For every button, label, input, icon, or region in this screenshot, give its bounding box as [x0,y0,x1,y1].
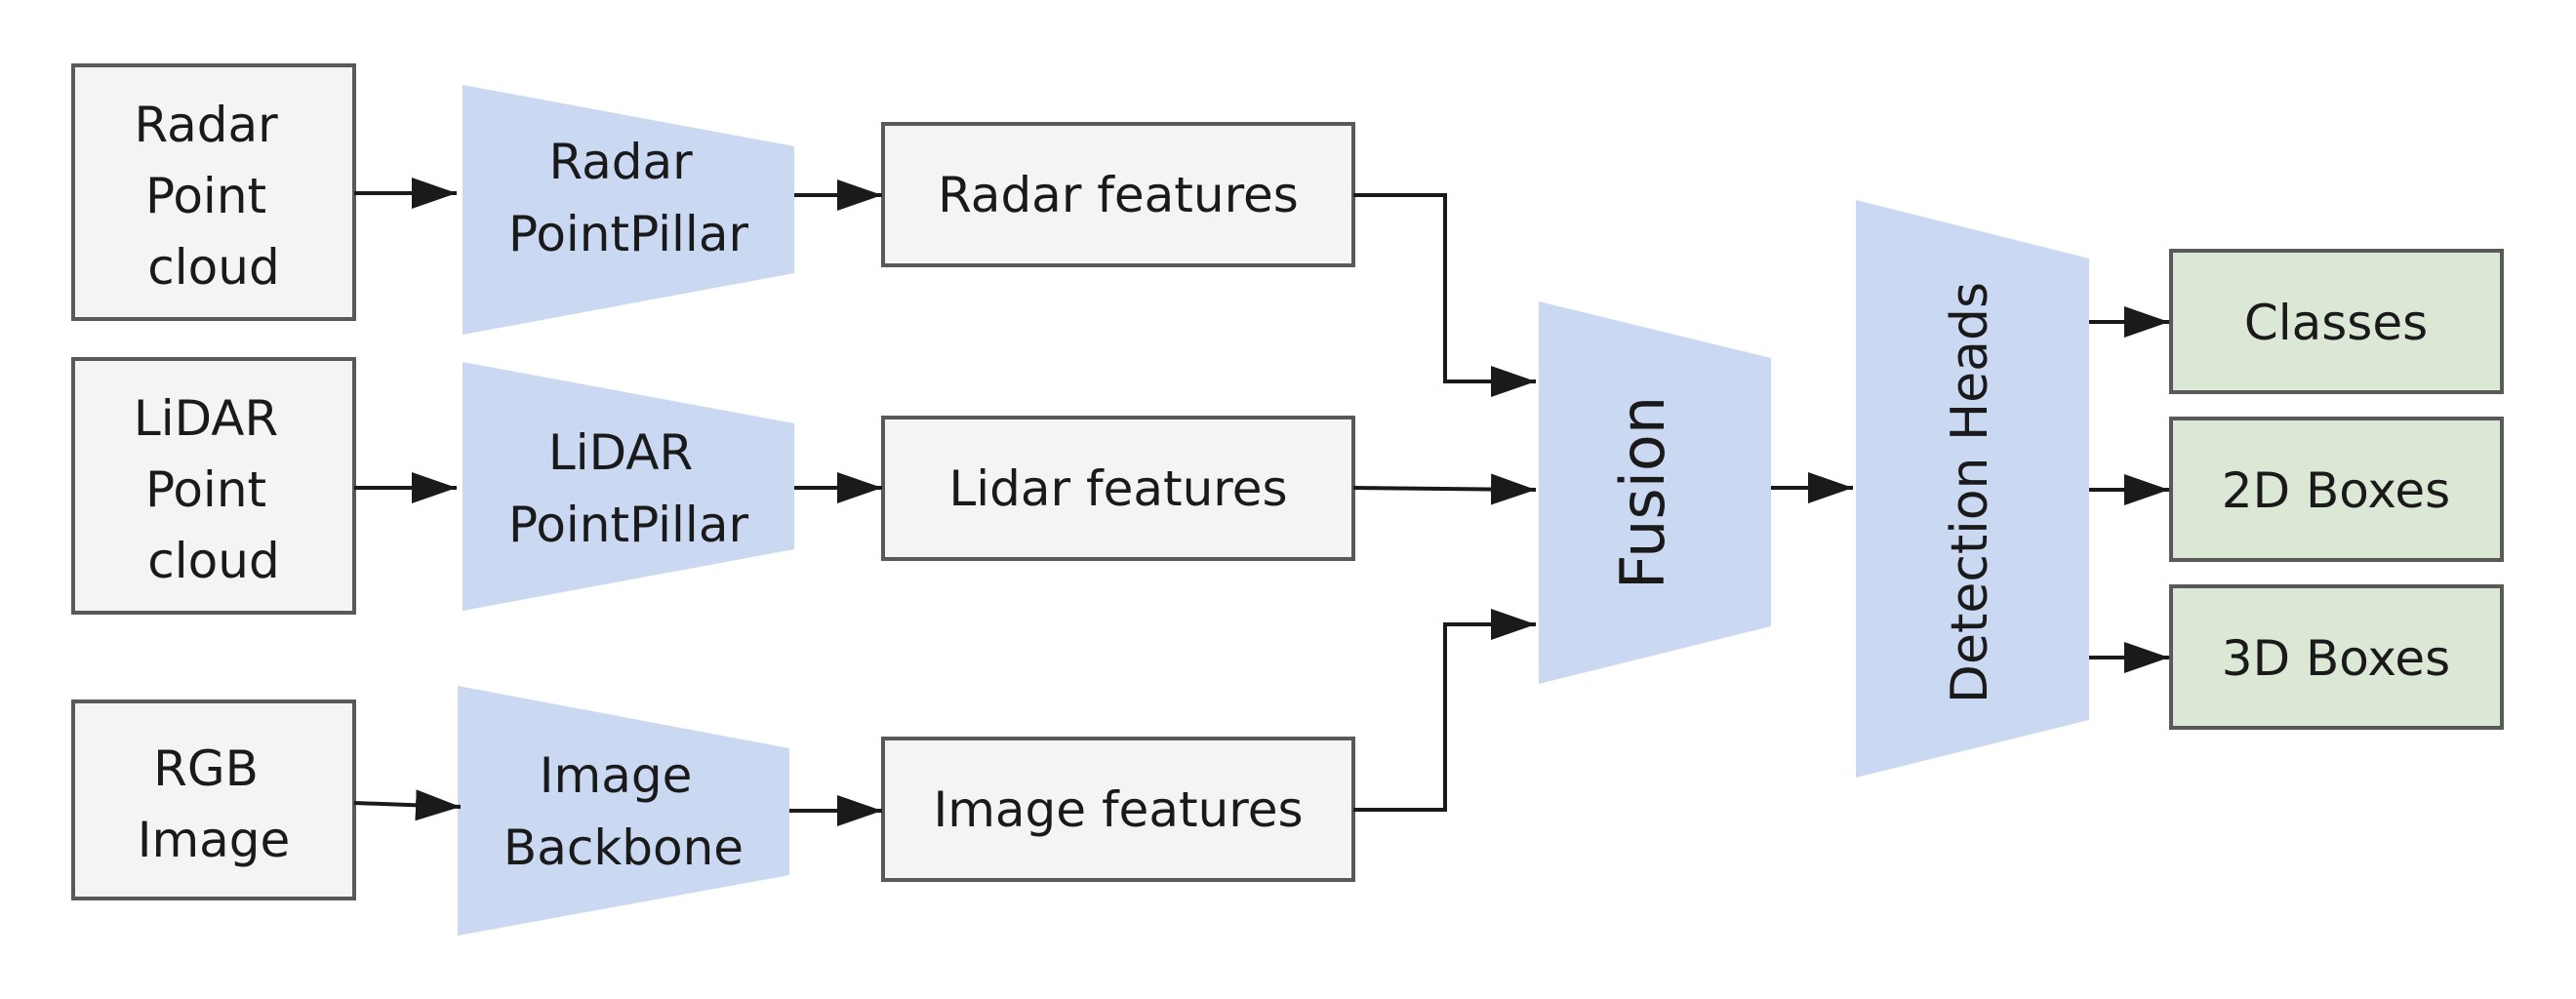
encoder-image-line-2: Backbone [503,819,744,876]
detection-heads-label: Detection Heads [1941,282,1999,703]
output-2d-boxes-label: 2D Boxes [2222,462,2450,519]
arrow-image-features-to-fusion [1353,609,1536,812]
arrow-rgb-input-to-backbone [353,789,462,821]
output-3d-boxes: 3D Boxes [2169,584,2504,730]
encoder-image-backbone: Image Backbone [458,686,789,936]
encoder-radar-pointpillar: Radar PointPillar [463,85,794,335]
encoder-image-line-1: Image [540,747,693,804]
fusion-block: Fusion [1539,301,1771,684]
output-classes-label: Classes [2244,295,2428,351]
input-rgb-image: RGB Image [71,699,356,900]
input-rgb-line-2: Image [138,812,291,868]
output-3d-boxes-label: 3D Boxes [2222,630,2450,687]
input-lidar-point-cloud: LiDAR Point cloud [71,357,356,615]
detection-heads-block: Detection Heads [1856,200,2089,778]
encoder-radar-line-1: Radar [548,134,693,190]
input-lidar-line-1: LiDAR [134,390,278,447]
output-2d-boxes: 2D Boxes [2169,417,2504,562]
output-classes: Classes [2169,249,2504,394]
svg-text:Image Backbone: Image Backbone [503,747,744,876]
input-lidar-line-2: Point [145,461,266,518]
encoder-lidar-line-1: LiDAR [548,424,693,481]
input-rgb-line-1: RGB [153,740,259,797]
arrow-lidar-features-to-fusion [1352,473,1537,505]
encoder-lidar-pointpillar: LiDAR PointPillar [463,362,794,611]
input-radar-line-2: Point [145,168,266,224]
svg-text:LiDAR PointPillar: LiDAR PointPillar [508,424,749,553]
svg-text:LiDAR Point cloud: LiDAR Point cloud [134,390,294,589]
radar-features-box: Radar features [881,122,1355,267]
fusion-label: Fusion [1607,396,1678,589]
input-radar-line-1: Radar [134,97,278,153]
input-radar-line-3: cloud [147,239,279,296]
image-features-label: Image features [933,781,1303,838]
svg-text:Radar PointPillar: Radar PointPillar [508,134,749,262]
lidar-features-label: Lidar features [948,460,1287,517]
input-radar-point-cloud: Radar Point cloud [71,63,356,321]
input-lidar-line-3: cloud [147,533,279,589]
arrow-radar-features-to-fusion [1353,193,1536,397]
svg-text:RGB Image: RGB Image [138,740,291,868]
encoder-radar-line-2: PointPillar [508,206,749,262]
radar-features-label: Radar features [938,167,1299,223]
lidar-features-box: Lidar features [881,416,1355,561]
encoder-lidar-line-2: PointPillar [508,497,749,553]
svg-text:Radar Point cloud: Radar Point cloud [134,97,293,296]
image-features-box: Image features [881,737,1355,882]
